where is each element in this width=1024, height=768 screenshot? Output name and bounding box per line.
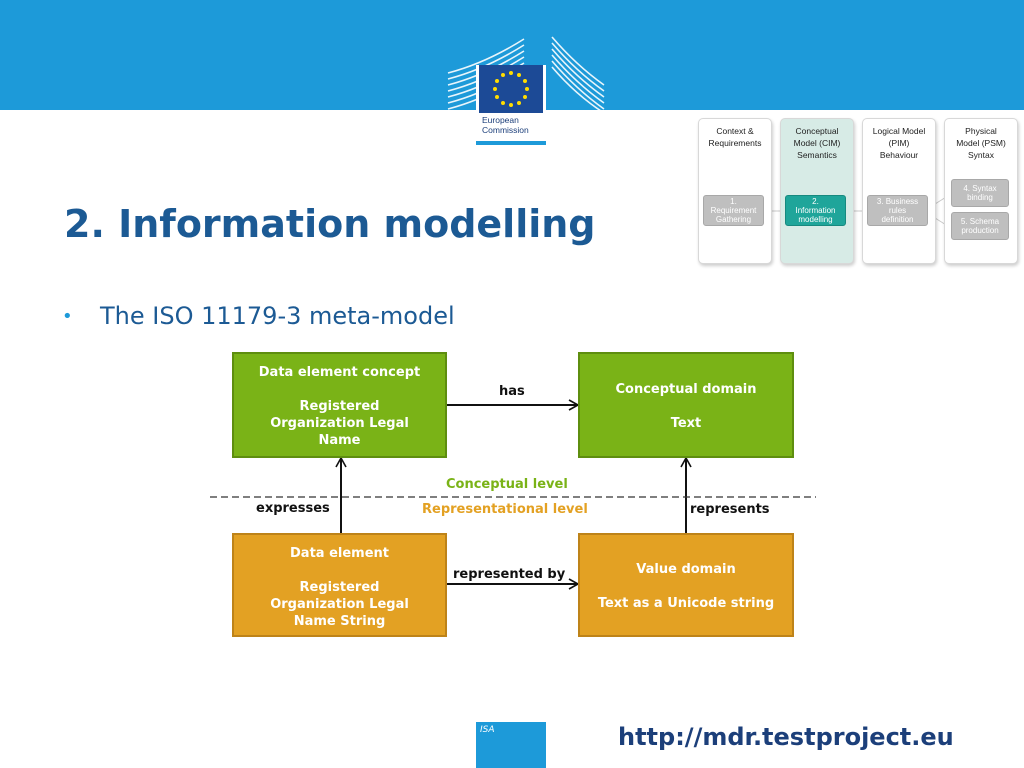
page-title: 2. Information modelling — [64, 202, 596, 246]
eu-stars-icon — [493, 71, 529, 107]
has-label: has — [499, 384, 525, 399]
step-requirement-gathering[interactable]: 1. Requirement Gathering — [703, 195, 764, 226]
value-domain-box: Value domain Text as a Unicode string — [578, 533, 794, 637]
box-line — [580, 578, 792, 595]
box-line — [234, 562, 445, 579]
data-element-box: Data element Registered Organization Leg… — [232, 533, 447, 637]
box-line: Data element — [290, 546, 389, 561]
column-heading-line: Logical Model — [872, 126, 926, 136]
column-heading-line: (PIM) — [888, 138, 910, 148]
column-heading-line: Model (PSM) — [956, 138, 1006, 148]
column-heading-line: Semantics — [797, 150, 837, 160]
isa-logo: ISA — [476, 722, 546, 768]
conceptual-domain-box: Conceptual domain Text — [578, 352, 794, 458]
box-line: Name String — [293, 614, 386, 629]
expresses-label: expresses — [256, 501, 330, 516]
box-line: Text as a Unicode string — [597, 596, 775, 611]
represented-by-label: represented by — [453, 567, 566, 582]
column-heading-line: Syntax — [968, 150, 994, 160]
isa-logo-text: ISA — [480, 725, 495, 735]
step-label-line: rules — [888, 206, 907, 215]
logo-text: European Commission — [482, 115, 546, 135]
column-heading: Conceptual Model (CIM) Semantics — [781, 125, 853, 161]
box-line — [234, 381, 445, 398]
footer-url-link[interactable]: http://mdr.testproject.eu — [618, 723, 954, 751]
data-element-concept-box: Data element concept Registered Organiza… — [232, 352, 447, 458]
process-column-conceptual: Conceptual Model (CIM) Semantics — [780, 118, 854, 264]
process-column-logical: Logical Model (PIM) Behaviour — [862, 118, 936, 264]
step-label-line: Requirement — [710, 206, 757, 215]
step-label-line: Gathering — [715, 215, 752, 224]
bullet-icon: • — [62, 306, 73, 327]
step-label-line: definition — [881, 215, 914, 224]
step-label-line: 4. Syntax — [963, 184, 997, 193]
representational-level-label: Representational level — [422, 502, 588, 517]
column-heading: Context & Requirements — [699, 125, 771, 149]
box-line: Value domain — [636, 562, 736, 577]
logo-text-line: European — [482, 115, 519, 125]
box-line: Data element concept — [258, 365, 421, 380]
conceptual-level-label: Conceptual level — [446, 477, 568, 492]
step-label-line: 5. Schema — [960, 217, 1000, 226]
column-heading: Physical Model (PSM) Syntax — [945, 125, 1017, 161]
step-information-modelling[interactable]: 2. Information modelling — [785, 195, 846, 226]
column-heading-line: Behaviour — [879, 150, 919, 160]
box-line: Organization Legal — [270, 597, 409, 612]
box-line — [580, 398, 792, 415]
column-heading-line: Model (CIM) — [793, 138, 841, 148]
step-business-rules-definition[interactable]: 3. Business rules definition — [867, 195, 928, 226]
column-heading: Logical Model (PIM) Behaviour — [863, 125, 935, 161]
step-label-line: production — [961, 226, 999, 235]
bullet-text: The ISO 11179-3 meta-model — [100, 302, 455, 330]
step-label-line: 3. Business — [876, 197, 919, 206]
eu-flag-icon — [479, 65, 543, 113]
column-heading-line: Requirements — [708, 138, 762, 148]
step-label-line: binding — [967, 193, 993, 202]
logo-text-line: Commission — [482, 125, 529, 135]
step-label-line: 2. — [812, 197, 819, 206]
box-line: Registered — [299, 580, 380, 595]
represents-label: represents — [690, 502, 770, 517]
column-heading-line: Context & — [716, 126, 754, 136]
box-line: Organization Legal — [270, 416, 409, 431]
box-line: Text — [670, 416, 702, 431]
step-label-line: 1. — [730, 197, 737, 206]
step-label-line: modelling — [798, 215, 833, 224]
step-syntax-binding[interactable]: 4. Syntax binding — [951, 179, 1009, 207]
process-column-context: Context & Requirements — [698, 118, 772, 264]
box-line: Conceptual domain — [615, 382, 757, 397]
box-line: Registered — [299, 399, 380, 414]
column-heading-line: Conceptual — [795, 126, 839, 136]
european-commission-logo: European Commission — [446, 35, 606, 145]
step-label-line: Information — [795, 206, 836, 215]
column-heading-line: Physical — [965, 126, 997, 136]
step-schema-production[interactable]: 5. Schema production — [951, 212, 1009, 240]
box-line: Name — [318, 433, 361, 448]
